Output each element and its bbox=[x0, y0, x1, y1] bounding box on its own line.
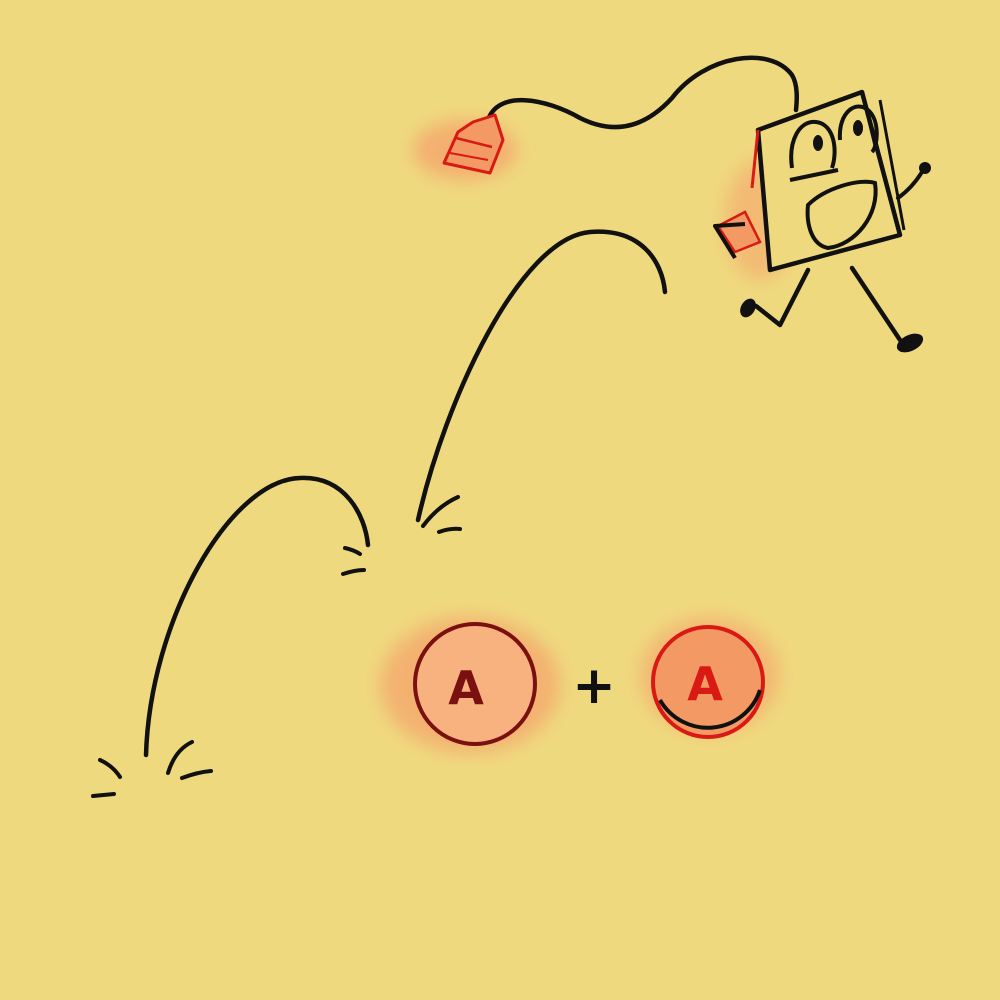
power-cord bbox=[485, 55, 800, 130]
smiling-mouth bbox=[805, 179, 878, 251]
letter-badge-right: A bbox=[640, 617, 780, 739]
plus-operator: + bbox=[572, 656, 616, 716]
power-plug-icon bbox=[413, 55, 800, 180]
bounce-arc-1 bbox=[143, 475, 371, 758]
socket-icon bbox=[716, 210, 762, 254]
plug-head bbox=[442, 113, 505, 175]
impact-dash bbox=[180, 769, 213, 780]
impact-dash bbox=[341, 568, 366, 576]
impact-dash bbox=[166, 740, 194, 775]
impact-marks bbox=[91, 495, 462, 798]
impact-dash bbox=[91, 792, 116, 798]
bounce-arc-2 bbox=[415, 229, 668, 523]
impact-dash bbox=[98, 758, 122, 779]
impact-dash bbox=[343, 546, 362, 556]
right-leg bbox=[849, 265, 903, 343]
impact-dash bbox=[437, 526, 462, 534]
bounce-trail bbox=[143, 229, 668, 758]
left-leg bbox=[753, 267, 811, 328]
letter-badge-left: A bbox=[380, 617, 560, 753]
left-letter: A bbox=[448, 661, 484, 715]
left-arm bbox=[713, 222, 746, 260]
left-eye bbox=[789, 119, 837, 169]
equation: A + A bbox=[380, 617, 780, 753]
bouncing-box-character-icon bbox=[713, 89, 931, 353]
right-letter: A bbox=[687, 657, 723, 711]
right-arm bbox=[896, 170, 924, 200]
right-eye bbox=[837, 104, 879, 154]
impact-dash bbox=[421, 495, 460, 528]
